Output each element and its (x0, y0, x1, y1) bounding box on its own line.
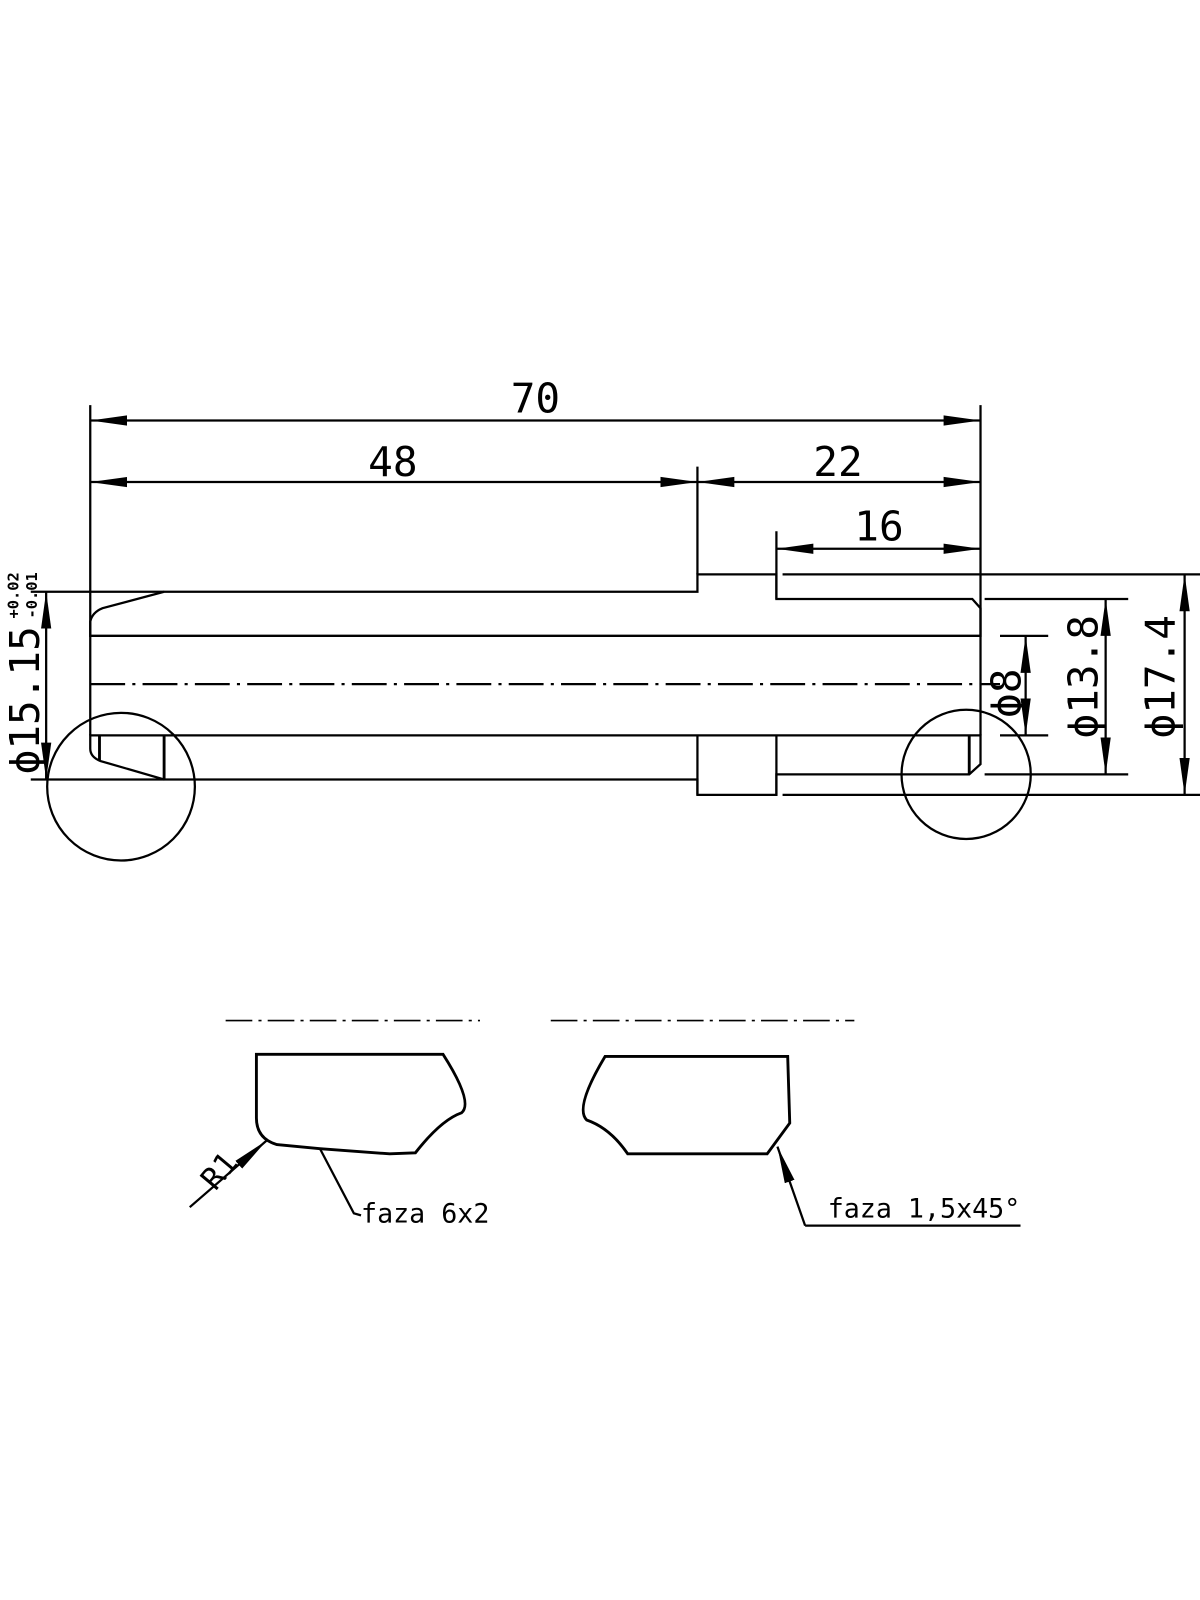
right-chamfer-callout: faza 1,5x45° (776, 1146, 1021, 1227)
radius-callout: R1 (189, 1139, 268, 1209)
dim-17-4-label: ϕ17.4 (1136, 615, 1184, 738)
dim-70: 70 (90, 374, 981, 426)
left-chamfer-label: faza 6x2 (361, 1199, 489, 1230)
dim-16-label: 16 (854, 503, 903, 551)
dim-22-label: 22 (813, 438, 862, 486)
tolerance-lower: -0.01 (23, 572, 41, 618)
dim-16: 16 (775, 503, 981, 599)
detail-right-section (581, 1054, 792, 1156)
dim-13-8: ϕ13.8 (984, 597, 1129, 776)
dim-15-15-label: ϕ15.15 (1, 626, 49, 774)
dim-15-15: ϕ15.15 +0.02 -0.01 (1, 572, 165, 781)
part-lower-view (89, 734, 982, 796)
dim-8-label: ϕ8 (983, 669, 1031, 718)
detail-circle-left (46, 711, 196, 862)
radius-label: R1 (194, 1145, 245, 1197)
part-upper-section (89, 573, 982, 638)
dim-17-4: ϕ17.4 (782, 573, 1200, 796)
detail-left-section (254, 1052, 467, 1156)
dim-22: 22 (697, 438, 981, 488)
dim-8: ϕ8 (983, 634, 1049, 737)
dim-70-label: 70 (511, 374, 560, 422)
left-chamfer-callout: faza 6x2 (319, 1148, 489, 1230)
tolerance-upper: +0.02 (4, 572, 22, 618)
dim-48: 48 (90, 438, 699, 575)
dim-48-label: 48 (368, 438, 417, 486)
right-chamfer-label: faza 1,5x45° (828, 1193, 1021, 1224)
dim-13-8-label: ϕ13.8 (1059, 615, 1107, 738)
